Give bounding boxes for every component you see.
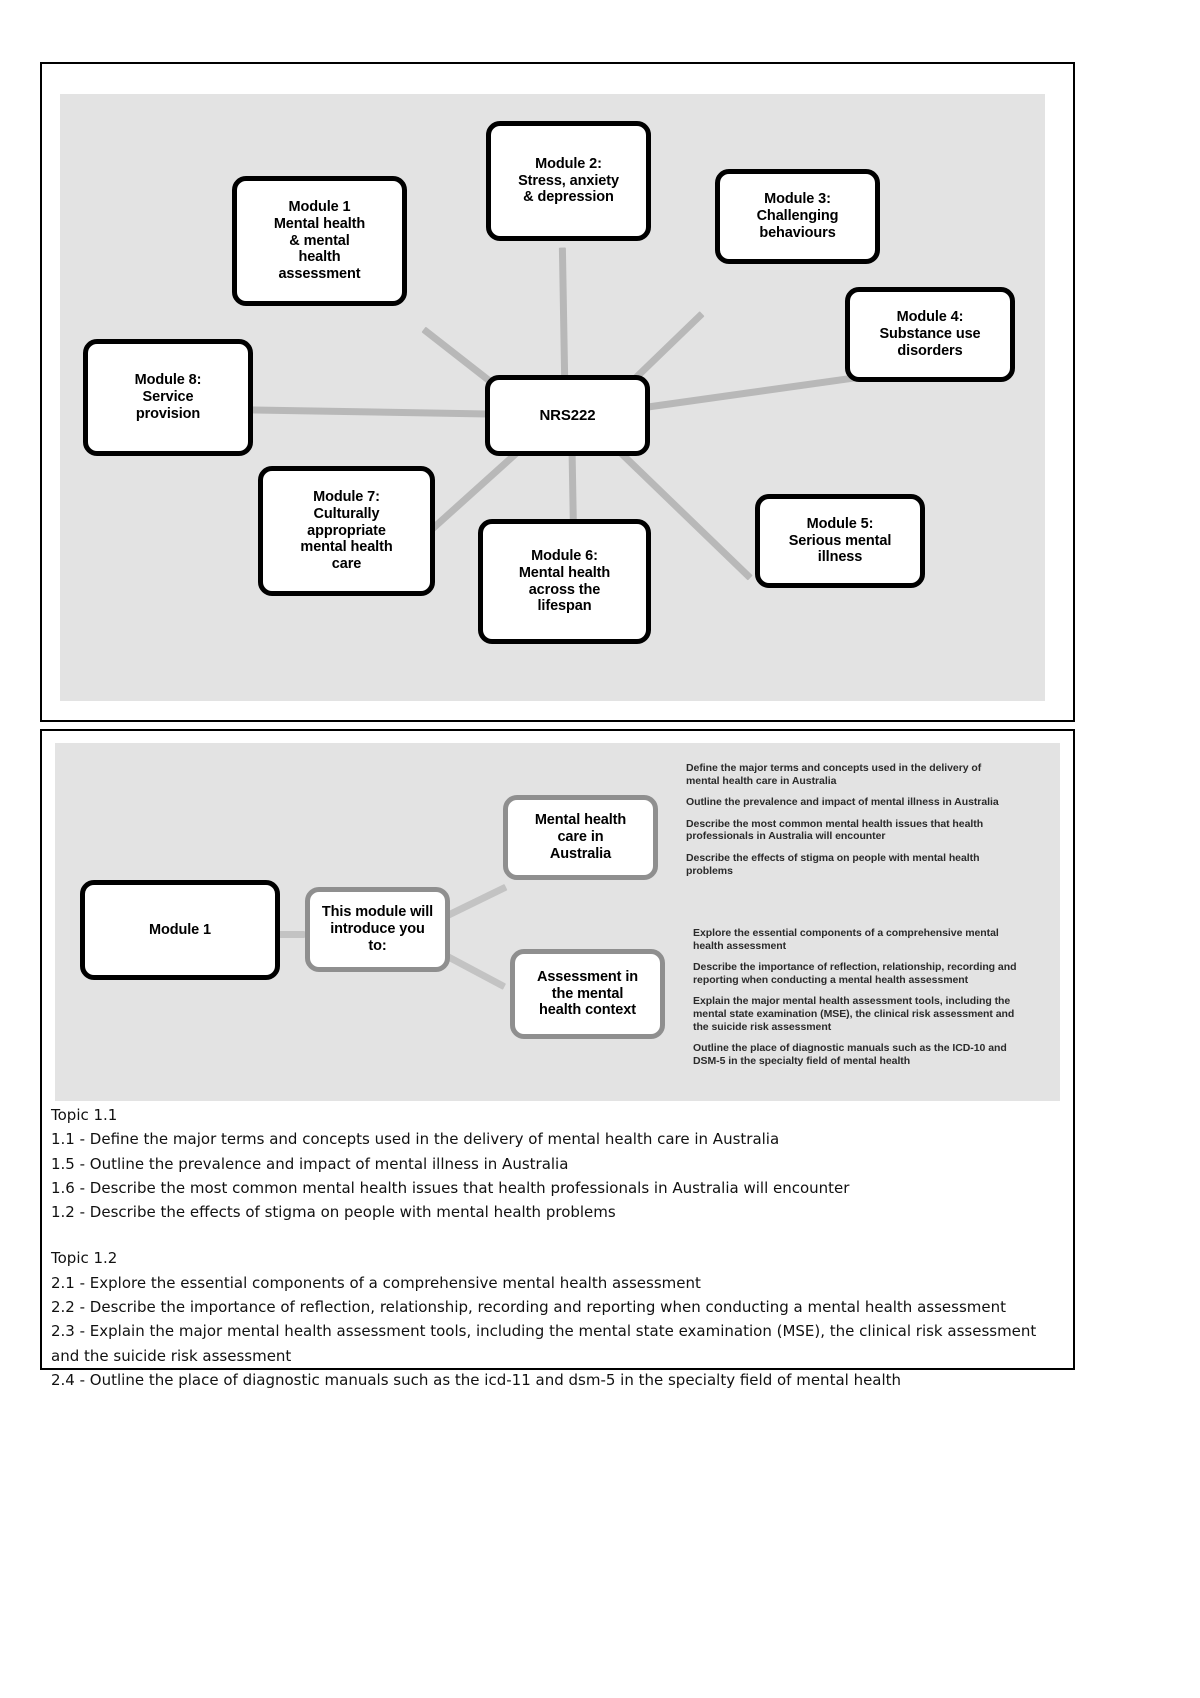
concept-node-module-2-label: Module 2:Stress, anxiety& depression <box>518 155 619 206</box>
module-root-node[interactable]: Module 1 <box>80 880 280 980</box>
bullet-item: Describe the effects of stigma on people… <box>686 851 980 877</box>
topics-section: Topic 1.1 1.1 - Define the major terms a… <box>51 1103 1061 1392</box>
module-branch-2-bullets: Explore the essential components of a co… <box>693 927 1023 1076</box>
bullet-item: Outline the place of diagnostic manuals … <box>693 1042 1007 1067</box>
topic-line: 2.4 - Outline the place of diagnostic ma… <box>51 1370 902 1389</box>
topic-line: 1.6 - Describe the most common mental he… <box>51 1178 850 1197</box>
bullet-item: Explain the major mental health assessme… <box>693 995 1015 1033</box>
bullet-item: Describe the most common mental health i… <box>686 817 984 843</box>
topic-block-1-1: Topic 1.1 1.1 - Define the major terms a… <box>51 1103 1061 1224</box>
bullet-item: Describe the importance of reflection, r… <box>693 961 1017 986</box>
bullet-item: Outline the prevalence and impact of men… <box>686 796 999 809</box>
topic-heading: Topic 1.2 <box>51 1249 118 1268</box>
concept-node-center-label: NRS222 <box>539 406 596 424</box>
topic-line: 1.2 - Describe the effects of stigma on … <box>51 1203 616 1222</box>
module-branch-1-bullets: Define the major terms and concepts used… <box>686 762 1016 886</box>
edge-root-to-connector <box>260 931 305 938</box>
bullet-item: Define the major terms and concepts used… <box>686 762 982 787</box>
topic-line: 2.3 - Explain the major mental health as… <box>51 1322 1037 1365</box>
bullet-item: Explore the essential components of a co… <box>693 927 999 952</box>
module-root-label: Module 1 <box>148 921 212 938</box>
topic-block-1-2: Topic 1.2 2.1 - Explore the essential co… <box>51 1246 1061 1392</box>
topic-line: 2.2 - Describe the importance of reflect… <box>51 1298 1006 1317</box>
topic-line: 1.1 - Define the major terms and concept… <box>51 1130 780 1149</box>
topic-line: 2.1 - Explore the essential components o… <box>51 1273 701 1292</box>
topic-spacer <box>51 1224 1061 1246</box>
topic-line: 1.5 - Outline the prevalence and impact … <box>51 1154 569 1173</box>
concept-node-module-2[interactable]: Module 2:Stress, anxiety& depression <box>486 121 651 241</box>
edge-center-to-module-8 <box>234 406 516 418</box>
topic-heading: Topic 1.1 <box>51 1106 118 1124</box>
edge-center-to-module-4 <box>629 373 864 413</box>
concept-node-center-nrs222[interactable]: NRS222 <box>485 375 650 456</box>
